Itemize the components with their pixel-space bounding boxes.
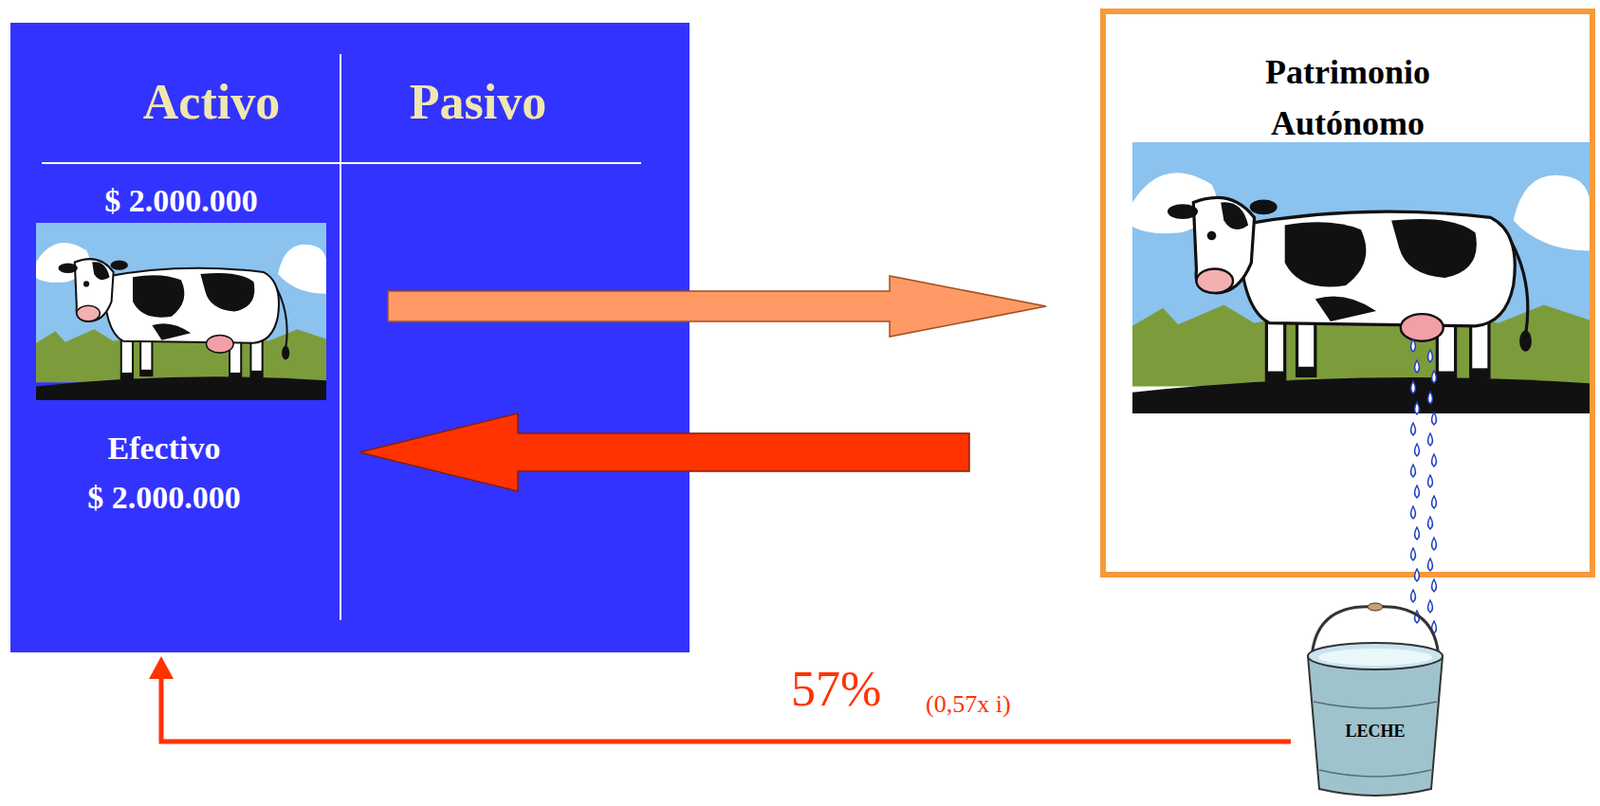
trust-box: Patrimonio Autónomo <box>1100 8 1596 578</box>
node-text: Efectivo <box>36 426 293 471</box>
asset-cow-box: $ 2.000.000 <box>36 180 327 401</box>
asset-cow <box>36 222 327 401</box>
node-text: Pasivo <box>335 73 621 132</box>
block-arrow <box>387 275 1047 337</box>
cash-box: Efectivo $ 2.000.000 <box>36 426 293 532</box>
node-text: $ 2.000.000 <box>36 476 293 520</box>
node-text: $ 2.000.000 <box>36 182 327 221</box>
formula-note: (0,57x i) <box>925 690 1012 719</box>
t-account-line <box>339 54 342 621</box>
cow-picture <box>1132 142 1590 414</box>
balance-panel <box>10 22 690 653</box>
bucket-drawing <box>1290 599 1460 803</box>
cow-picture <box>36 222 327 401</box>
edge-label: 57% <box>790 663 882 716</box>
milk-bucket: LECHE <box>1290 599 1460 803</box>
milking-cow <box>1132 142 1590 414</box>
node-text: Activo <box>69 73 354 132</box>
node-text: LECHE <box>1290 720 1460 742</box>
node-text: Patrimonio Autónomo <box>1224 46 1472 149</box>
balance-sheet: ActivoPasivo$ 2.000.000Efectivo$ 2.000.0… <box>10 22 690 653</box>
return-arrow <box>148 656 1291 742</box>
block-arrow <box>359 413 970 492</box>
